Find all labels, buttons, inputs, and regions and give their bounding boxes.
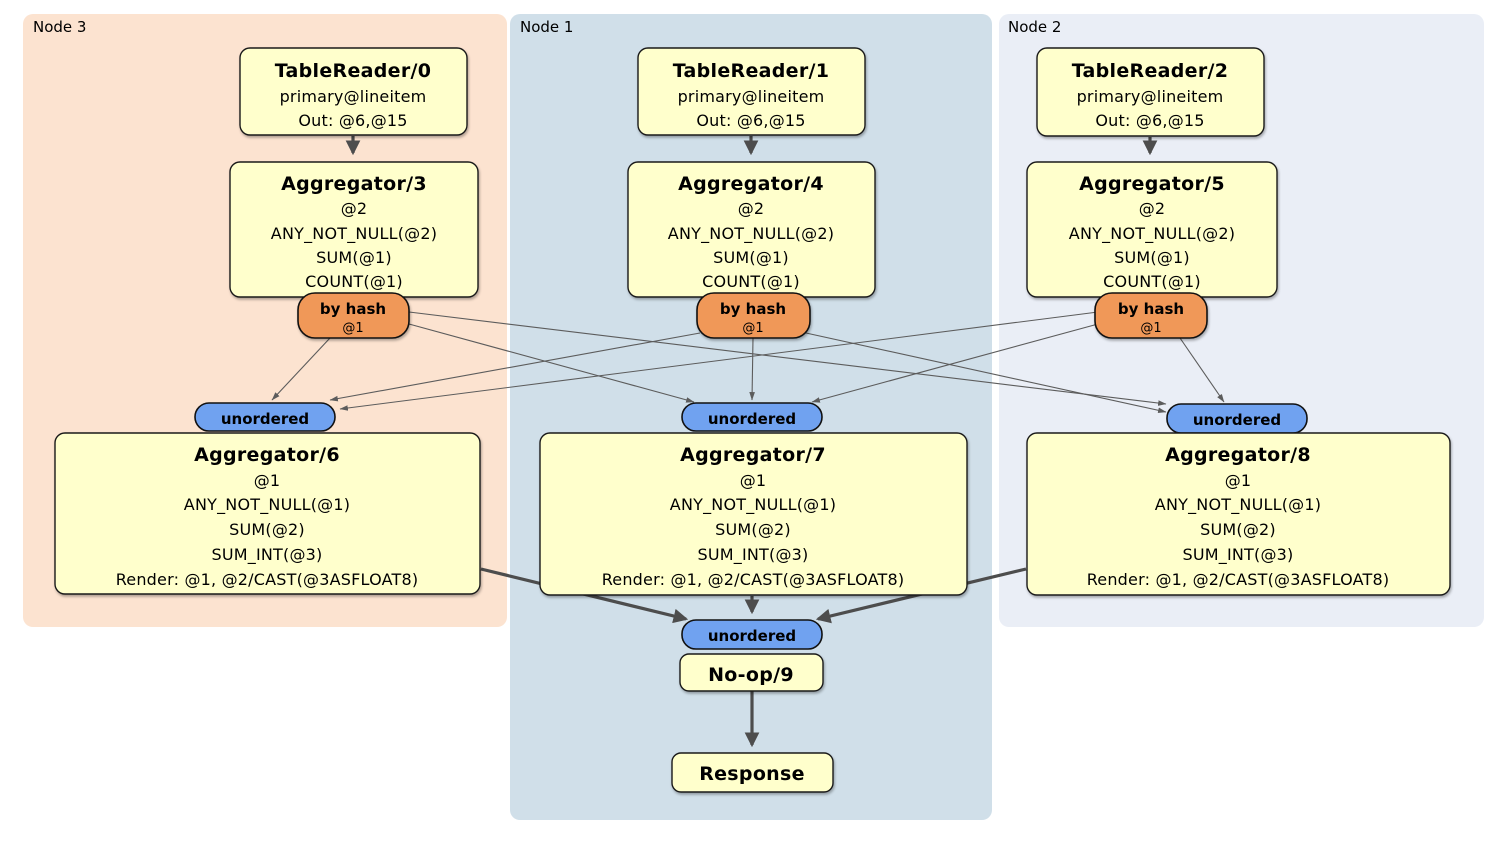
aggregator7-title: Aggregator/7 — [680, 444, 826, 466]
byhash-router-node1: by hash @1 — [696, 292, 811, 339]
tablereader2-line: Out: @6,@15 — [1095, 111, 1204, 130]
unordered-sync-right: unordered — [1166, 403, 1308, 434]
aggregator7-line: ANY_NOT_NULL(@1) — [670, 495, 836, 515]
aggregator3-line: @2 — [341, 199, 368, 218]
aggregator4-line: SUM(@1) — [713, 248, 789, 267]
node2-panel-label: Node 2 — [1008, 18, 1061, 36]
noop9-box: No-op/9 — [679, 653, 824, 692]
edge-byhash4-sync-left — [329, 332, 701, 402]
tablereader0-box: TableReader/0 primary@lineitem Out: @6,@… — [239, 47, 468, 136]
tablereader2-title: TableReader/2 — [1072, 60, 1229, 82]
aggregator7-line: @1 — [740, 471, 767, 490]
response-title: Response — [699, 763, 805, 785]
byhash-router-node3-label: by hash — [320, 300, 386, 318]
aggregator4-line: @2 — [738, 199, 765, 218]
aggregator8-line: SUM(@2) — [1200, 520, 1276, 539]
aggregator7-line: SUM(@2) — [715, 520, 791, 539]
unordered-sync-final: unordered — [681, 619, 823, 650]
tablereader1-box: TableReader/1 primary@lineitem Out: @6,@… — [637, 47, 866, 136]
tablereader0-line: primary@lineitem — [280, 87, 427, 106]
aggregator4-title: Aggregator/4 — [678, 173, 824, 195]
aggregator6-title: Aggregator/6 — [194, 444, 340, 466]
aggregator8-line: SUM_INT(@3) — [1183, 545, 1294, 565]
aggregator6-line: SUM_INT(@3) — [212, 545, 323, 565]
aggregator3-line: SUM(@1) — [316, 248, 392, 267]
byhash-router-node3-shape — [297, 292, 410, 339]
byhash-router-node1-sub: @1 — [742, 321, 763, 336]
aggregator6-line: @1 — [254, 471, 281, 490]
tablereader2-box: TableReader/2 primary@lineitem Out: @6,@… — [1036, 47, 1265, 137]
edge-byhash5-sync-left — [339, 311, 1099, 411]
byhash-router-node2-sub: @1 — [1140, 321, 1161, 336]
aggregator7-box: Aggregator/7 @1 ANY_NOT_NULL(@1) SUM(@2)… — [539, 432, 968, 596]
response-box: Response — [671, 752, 834, 793]
aggregator6-line: SUM(@2) — [229, 520, 305, 539]
edge-byhash5-sync-right — [1179, 337, 1225, 403]
aggregator8-box: Aggregator/8 @1 ANY_NOT_NULL(@1) SUM(@2)… — [1026, 432, 1451, 596]
tablereader2-rect — [1036, 47, 1265, 137]
node1-panel-label: Node 1 — [520, 18, 573, 36]
aggregator7-line: SUM_INT(@3) — [698, 545, 809, 565]
tablereader1-line: Out: @6,@15 — [696, 111, 805, 130]
aggregator8-line: Render: @1, @2/CAST(@3ASFLOAT8) — [1087, 570, 1390, 589]
edge-byhash3-sync-left — [271, 337, 331, 401]
aggregator5-box: Aggregator/5 @2 ANY_NOT_NULL(@2) SUM(@1)… — [1026, 161, 1278, 298]
aggregator8-line: @1 — [1225, 471, 1252, 490]
aggregator5-line: COUNT(@1) — [1103, 272, 1201, 291]
tablereader2-line: primary@lineitem — [1077, 87, 1224, 106]
noop9-title: No-op/9 — [708, 664, 794, 686]
unordered-sync-middle-shape — [681, 402, 823, 432]
tablereader1-rect — [637, 47, 866, 136]
aggregator3-line: ANY_NOT_NULL(@2) — [271, 224, 437, 244]
aggregator5-line: @2 — [1139, 199, 1166, 218]
unordered-sync-middle-label: unordered — [708, 410, 796, 428]
edge-byhash3-sync-right — [408, 311, 1167, 406]
unordered-sync-final-shape — [681, 619, 823, 650]
edge-byhash5-sync-middle — [811, 323, 1099, 403]
unordered-sync-left: unordered — [194, 402, 336, 432]
edge-byhash4-sync-right — [805, 332, 1167, 414]
aggregator3-title: Aggregator/3 — [281, 173, 427, 195]
unordered-sync-middle: unordered — [681, 402, 823, 432]
tablereader0-title: TableReader/0 — [275, 60, 432, 82]
aggregator4-box: Aggregator/4 @2 ANY_NOT_NULL(@2) SUM(@1)… — [627, 161, 876, 298]
tablereader1-line: primary@lineitem — [678, 87, 825, 106]
aggregator8-title: Aggregator/8 — [1165, 444, 1311, 466]
aggregator5-line: SUM(@1) — [1114, 248, 1190, 267]
unordered-sync-left-label: unordered — [221, 410, 309, 428]
byhash-router-node1-label: by hash — [720, 300, 786, 318]
aggregator5-line: ANY_NOT_NULL(@2) — [1069, 224, 1235, 244]
byhash-router-node1-shape — [696, 292, 811, 339]
aggregator6-rect — [54, 432, 481, 595]
aggregator4-line: ANY_NOT_NULL(@2) — [668, 224, 834, 244]
response-rect — [671, 752, 834, 793]
byhash-router-node2-label: by hash — [1118, 300, 1184, 318]
byhash-router-node3: by hash @1 — [297, 292, 410, 339]
tablereader0-rect — [239, 47, 468, 136]
aggregator6-box: Aggregator/6 @1 ANY_NOT_NULL(@1) SUM(@2)… — [54, 432, 481, 595]
noop9-rect — [679, 653, 824, 692]
aggregator7-line: Render: @1, @2/CAST(@3ASFLOAT8) — [602, 570, 905, 589]
edge-byhash3-sync-middle — [408, 323, 695, 403]
aggregator4-line: COUNT(@1) — [702, 272, 800, 291]
aggregator3-box: Aggregator/3 @2 ANY_NOT_NULL(@2) SUM(@1)… — [229, 161, 479, 298]
aggregator6-line: ANY_NOT_NULL(@1) — [184, 495, 350, 515]
byhash-router-node2-shape — [1094, 292, 1208, 339]
aggregator5-title: Aggregator/5 — [1079, 173, 1225, 195]
aggregator7-rect — [539, 432, 968, 596]
tablereader0-line: Out: @6,@15 — [298, 111, 407, 130]
node3-panel-label: Node 3 — [33, 18, 86, 36]
aggregator8-rect — [1026, 432, 1451, 596]
edge-byhash4-sync-middle — [749, 337, 755, 401]
unordered-sync-final-label: unordered — [708, 627, 796, 645]
unordered-sync-right-label: unordered — [1193, 411, 1281, 429]
byhash-router-node3-sub: @1 — [342, 321, 363, 336]
byhash-router-node2: by hash @1 — [1094, 292, 1208, 339]
aggregator3-line: COUNT(@1) — [305, 272, 403, 291]
aggregator8-line: ANY_NOT_NULL(@1) — [1155, 495, 1321, 515]
tablereader1-title: TableReader/1 — [673, 60, 830, 82]
aggregator6-line: Render: @1, @2/CAST(@3ASFLOAT8) — [116, 570, 419, 589]
unordered-sync-left-shape — [194, 402, 336, 432]
